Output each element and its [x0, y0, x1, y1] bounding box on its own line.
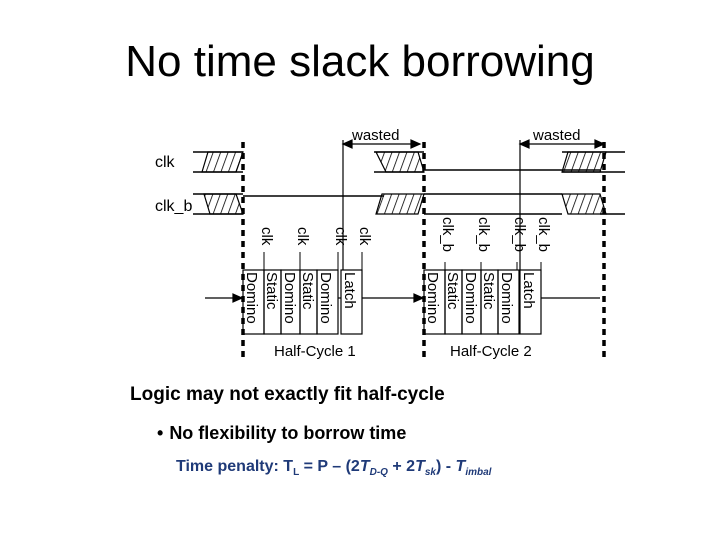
- formula-sub-imbal: imbal: [465, 467, 492, 479]
- formula-t-sk: T: [415, 458, 425, 475]
- clock-label: clk: [258, 227, 275, 246]
- formula-sub-sk: sk: [424, 467, 436, 479]
- signal-label-clk: clk: [155, 154, 176, 171]
- clk-b-transition-2: [375, 193, 425, 215]
- logic-block-domino: Domino: [462, 272, 479, 324]
- bullet-sub: •No flexibility to borrow time: [157, 423, 406, 444]
- clk-transition-1: [201, 151, 244, 173]
- clock-label: clk: [356, 227, 373, 246]
- formula-prefix: Time penalty: T: [176, 458, 294, 475]
- formula-t-dq: T: [359, 458, 370, 475]
- logic-block-domino: Domino: [498, 272, 515, 324]
- clk-b-waveform: [193, 193, 625, 215]
- half-cycle-label: Half-Cycle 1: [274, 343, 356, 360]
- clock-label: clk: [332, 227, 349, 246]
- logic-block-static: Static: [480, 272, 497, 310]
- clk-b-transition-1: [203, 193, 244, 215]
- bullet-sub-text: No flexibility to borrow time: [169, 423, 407, 443]
- clock-label: clk_b: [439, 217, 456, 252]
- logic-block-static: Static: [299, 272, 316, 310]
- formula-close: ) -: [435, 458, 456, 475]
- formula-sub-l: L: [293, 467, 300, 479]
- bullet-dot: •: [157, 423, 164, 443]
- clock-label: clk_b: [511, 217, 528, 252]
- half-cycle-1: clk clk clk clk Domino Static Domino Sta…: [205, 227, 373, 360]
- logic-block-latch: Latch: [341, 272, 358, 309]
- wasted-label-2: wasted: [532, 127, 581, 144]
- logic-block-static: Static: [263, 272, 280, 310]
- half-cycle-label: Half-Cycle 2: [450, 343, 532, 360]
- logic-block-latch: Latch: [520, 272, 537, 309]
- formula-sub-dq: D-Q: [369, 467, 388, 479]
- wasted-marker-2: [518, 139, 606, 270]
- formula-eq: = P – (2: [299, 458, 360, 475]
- logic-block-domino: Domino: [317, 272, 334, 324]
- clk-transition-3: [561, 151, 607, 173]
- slide-title: No time slack borrowing: [125, 37, 595, 86]
- clk-b-transition-3: [561, 193, 607, 215]
- logic-block-domino: Domino: [281, 272, 298, 324]
- time-penalty-formula: Time penalty: TL = P – (2TD-Q + 2Tsk) - …: [176, 458, 491, 478]
- wasted-label-1: wasted: [351, 127, 400, 144]
- logic-block-static: Static: [444, 272, 461, 310]
- signal-label-clk-b: clk_b: [155, 198, 192, 215]
- half-cycle-2: clk_b clk_b clk_b clk_b Domino Static Do…: [362, 217, 600, 360]
- bullet-main: Logic may not exactly fit half-cycle: [130, 384, 445, 405]
- clk-transition-2: [375, 151, 425, 173]
- timing-diagram: clk clk_b wasted wasted: [155, 127, 625, 360]
- clock-label: clk: [294, 227, 311, 246]
- formula-plus: + 2: [387, 458, 416, 475]
- formula-t-imbal: T: [455, 458, 466, 475]
- wasted-marker-1: [341, 139, 422, 270]
- logic-block-domino: Domino: [424, 272, 441, 324]
- logic-block-domino: Domino: [243, 272, 260, 324]
- clock-label: clk_b: [475, 217, 492, 252]
- clock-label: clk_b: [535, 217, 552, 252]
